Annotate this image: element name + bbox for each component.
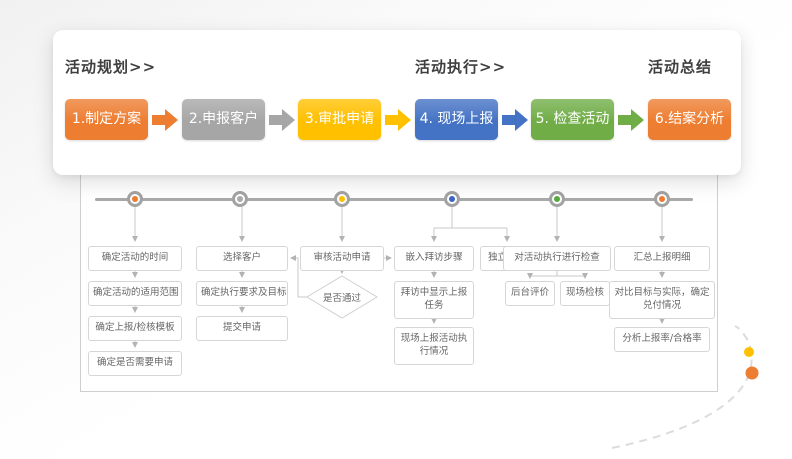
timeline-dot-6 [659, 196, 665, 202]
step-box-4: 4. 现场上报 [415, 99, 498, 140]
flow-box-activity-scope: 确定活动的适用范围 [88, 281, 182, 306]
timeline-dot-4 [449, 196, 455, 202]
step-arrow-icon-3 [385, 109, 411, 131]
step-arrow-icon-5 [618, 109, 644, 131]
flow-box-submit-apply: 提交申请 [196, 316, 288, 341]
flow-box-report-template: 确定上报/检核模板 [88, 316, 182, 341]
step-box-1: 1.制定方案 [65, 99, 148, 140]
flow-box-embed-visit: 嵌入拜访步骤 [394, 246, 474, 271]
timeline-line [95, 198, 693, 201]
timeline-node-5 [549, 191, 565, 207]
flow-box-backend-review: 后台评价 [505, 281, 555, 306]
step-box-5: 5. 检查活动 [531, 99, 614, 140]
process-overview-card: 活动规划>> 活动执行>> 活动总结 1.制定方案 2.申报客户 3.审批申请 … [53, 30, 741, 175]
step-box-3: 3.审批申请 [298, 99, 381, 140]
flow-box-check-exec: 对活动执行进行检查 [503, 246, 611, 271]
flow-box-exec-goals: 确定执行要求及目标 [196, 281, 288, 306]
timeline-node-2 [232, 191, 248, 207]
accent-dot-large [745, 366, 759, 380]
flow-box-summary-detail: 汇总上报明细 [614, 246, 710, 271]
step-arrow-icon-1 [152, 109, 178, 131]
flow-box-visit-task: 拜访中显示上报任务 [394, 281, 474, 319]
step-box-2: 2.申报客户 [182, 99, 265, 140]
timeline-node-3 [334, 191, 350, 207]
step-box-6: 6.结案分析 [648, 99, 731, 140]
step-arrow-icon-2 [269, 109, 295, 131]
decision-label: 是否通过 [322, 293, 362, 304]
timeline-dot-5 [554, 196, 560, 202]
flow-box-review-apply: 审核活动申请 [300, 246, 384, 271]
accent-dot-small [744, 347, 754, 357]
flow-box-need-apply: 确定是否需要申请 [88, 351, 182, 376]
timeline-dot-2 [237, 196, 243, 202]
phase-header-planning: 活动规划>> [65, 58, 157, 76]
timeline-dot-1 [132, 196, 138, 202]
timeline-node-6 [654, 191, 670, 207]
flow-box-activity-time: 确定活动的时间 [88, 246, 182, 271]
timeline-node-4 [444, 191, 460, 207]
phase-header-summary: 活动总结 [648, 58, 713, 76]
flow-box-onsite-check: 现场检核 [560, 281, 610, 306]
phase-header-execution: 活动执行>> [415, 58, 507, 76]
timeline-dot-3 [339, 196, 345, 202]
step-arrow-icon-4 [502, 109, 528, 131]
flow-box-onsite-report: 现场上报活动执行情况 [394, 327, 474, 365]
flow-box-analyze-rate: 分析上报率/合格率 [614, 327, 710, 352]
timeline-node-1 [127, 191, 143, 207]
flow-box-select-customer: 选择客户 [196, 246, 288, 271]
flow-box-compare-goal: 对比目标与实际，确定兑付情况 [609, 281, 715, 319]
